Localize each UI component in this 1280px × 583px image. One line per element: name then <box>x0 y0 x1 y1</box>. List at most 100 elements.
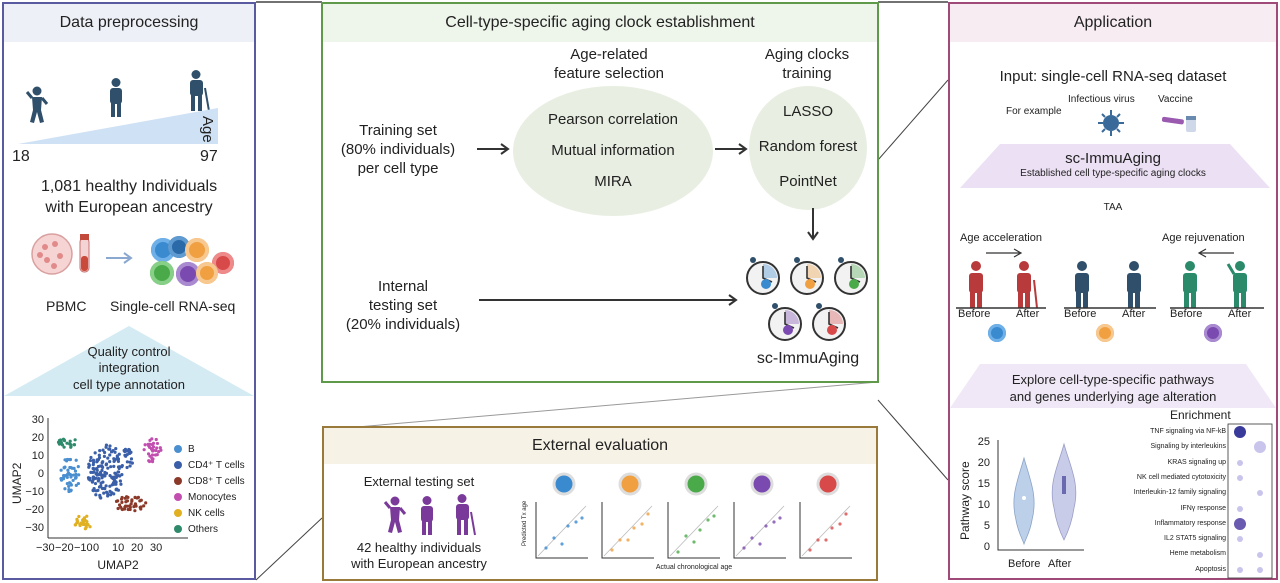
scatter-point <box>844 512 848 516</box>
preprocessing-header: Data preprocessing <box>4 4 254 42</box>
age-gradient-wedge <box>18 108 218 144</box>
enrichment-dot <box>1237 567 1243 573</box>
legend-label: B <box>188 444 195 455</box>
feature-item-3: MIRA <box>594 173 632 190</box>
umap-point <box>108 484 112 488</box>
umap-point <box>148 438 152 442</box>
umap-point <box>154 437 158 442</box>
scatter-point <box>580 516 584 520</box>
feature-title-1: Age-related <box>570 46 648 63</box>
umap-point <box>114 480 118 484</box>
umap-point <box>108 444 112 448</box>
scatter-point <box>712 514 716 518</box>
identity-line <box>801 505 851 557</box>
umap-x-tick: 10 <box>112 542 125 554</box>
person-figure-icon <box>1127 261 1141 308</box>
individuals-line1: 1,081 healthy Individuals <box>40 178 218 195</box>
umap-point <box>114 446 118 451</box>
preprocessing-panel: Data preprocessing Age 18 97 1,081 healt… <box>2 2 256 580</box>
external-panel: External evaluation External testing set… <box>322 426 878 581</box>
scatter-point <box>750 536 754 540</box>
plot-axes <box>535 502 588 559</box>
umap-point <box>99 496 103 500</box>
scatter-point <box>824 538 828 542</box>
umap-point <box>155 441 160 446</box>
umap-point <box>123 507 127 511</box>
umap-point <box>142 504 146 508</box>
umap-point <box>91 458 96 462</box>
umap-point <box>108 453 112 457</box>
umap-y-tick: 10 <box>31 450 44 462</box>
umap-point <box>99 484 103 488</box>
scatter-point <box>566 524 570 528</box>
scatter-point <box>684 534 688 538</box>
plot-axes <box>667 502 720 559</box>
pathway-label: TNF signaling via NF-kB <box>1150 428 1226 435</box>
umap-point <box>88 476 92 481</box>
identity-line <box>669 505 719 557</box>
cell-green <box>150 261 174 285</box>
training-title-2: training <box>782 65 832 82</box>
umap-point <box>130 461 134 465</box>
scatter-point <box>574 520 578 524</box>
umap-point <box>155 446 159 450</box>
after-label: After <box>1016 308 1040 320</box>
after-label: After <box>1228 308 1252 320</box>
aging-clocks-group <box>746 257 868 341</box>
umap-point <box>91 477 96 481</box>
umap-point <box>130 499 134 503</box>
umap-point <box>119 482 123 486</box>
umap-y-tick: −20 <box>25 504 44 516</box>
umap-point <box>116 499 120 503</box>
umap-point <box>125 465 129 470</box>
umap-point <box>133 495 137 499</box>
umap-point <box>69 482 73 486</box>
enrichment-dot <box>1257 490 1263 496</box>
external-ylabel: Predicted Tx age <box>522 500 528 546</box>
elderly-figure-icon <box>190 70 210 112</box>
qc-funnel <box>4 326 254 396</box>
umap-point <box>94 493 98 497</box>
umap-point <box>76 464 80 469</box>
umap-point <box>69 444 73 448</box>
external-header: External evaluation <box>324 428 876 464</box>
umap-point <box>104 490 109 494</box>
umap-x-tick: −10 <box>74 542 93 554</box>
umap-point <box>66 472 70 476</box>
scatter-point <box>632 526 636 530</box>
umap-x-tick: −30 <box>36 542 55 554</box>
person-figure-icon <box>1226 261 1247 308</box>
scatter-point <box>626 538 630 542</box>
umap-point <box>120 500 124 504</box>
plot-axes <box>799 502 852 559</box>
enrichment-dot <box>1237 506 1243 512</box>
vaccine-icon <box>1161 116 1196 132</box>
umap-point <box>148 442 152 446</box>
legend-label: CD8⁺ T cells <box>188 476 245 487</box>
umap-point <box>67 484 71 488</box>
umap-point <box>129 457 134 461</box>
cell-icon <box>816 472 840 496</box>
before-label: Before <box>958 308 991 320</box>
umap-point <box>146 452 151 456</box>
umap-point <box>93 481 98 486</box>
umap-point <box>143 443 147 447</box>
scrnaseq-label: Single-cell RNA-seq <box>110 298 236 314</box>
umap-point <box>110 483 114 487</box>
umap-point <box>101 460 105 464</box>
before-label: Before <box>1170 308 1203 320</box>
violin-y-tick: 10 <box>977 499 990 511</box>
umap-point <box>95 473 99 477</box>
umap-point <box>83 518 87 522</box>
clock-face-icon <box>790 257 824 295</box>
pathway-label: Signaling by interleukins <box>1150 443 1227 451</box>
adult-figure-icon <box>421 496 433 535</box>
scatter-point <box>830 526 834 530</box>
umap-point <box>150 453 155 457</box>
umap-x-tick: 0 <box>93 542 100 554</box>
qc-line2: integration <box>98 360 160 375</box>
person-figure-icon <box>969 261 983 308</box>
umap-point <box>104 471 109 475</box>
umap-point <box>69 465 73 470</box>
enrichment-frame <box>1227 423 1273 579</box>
